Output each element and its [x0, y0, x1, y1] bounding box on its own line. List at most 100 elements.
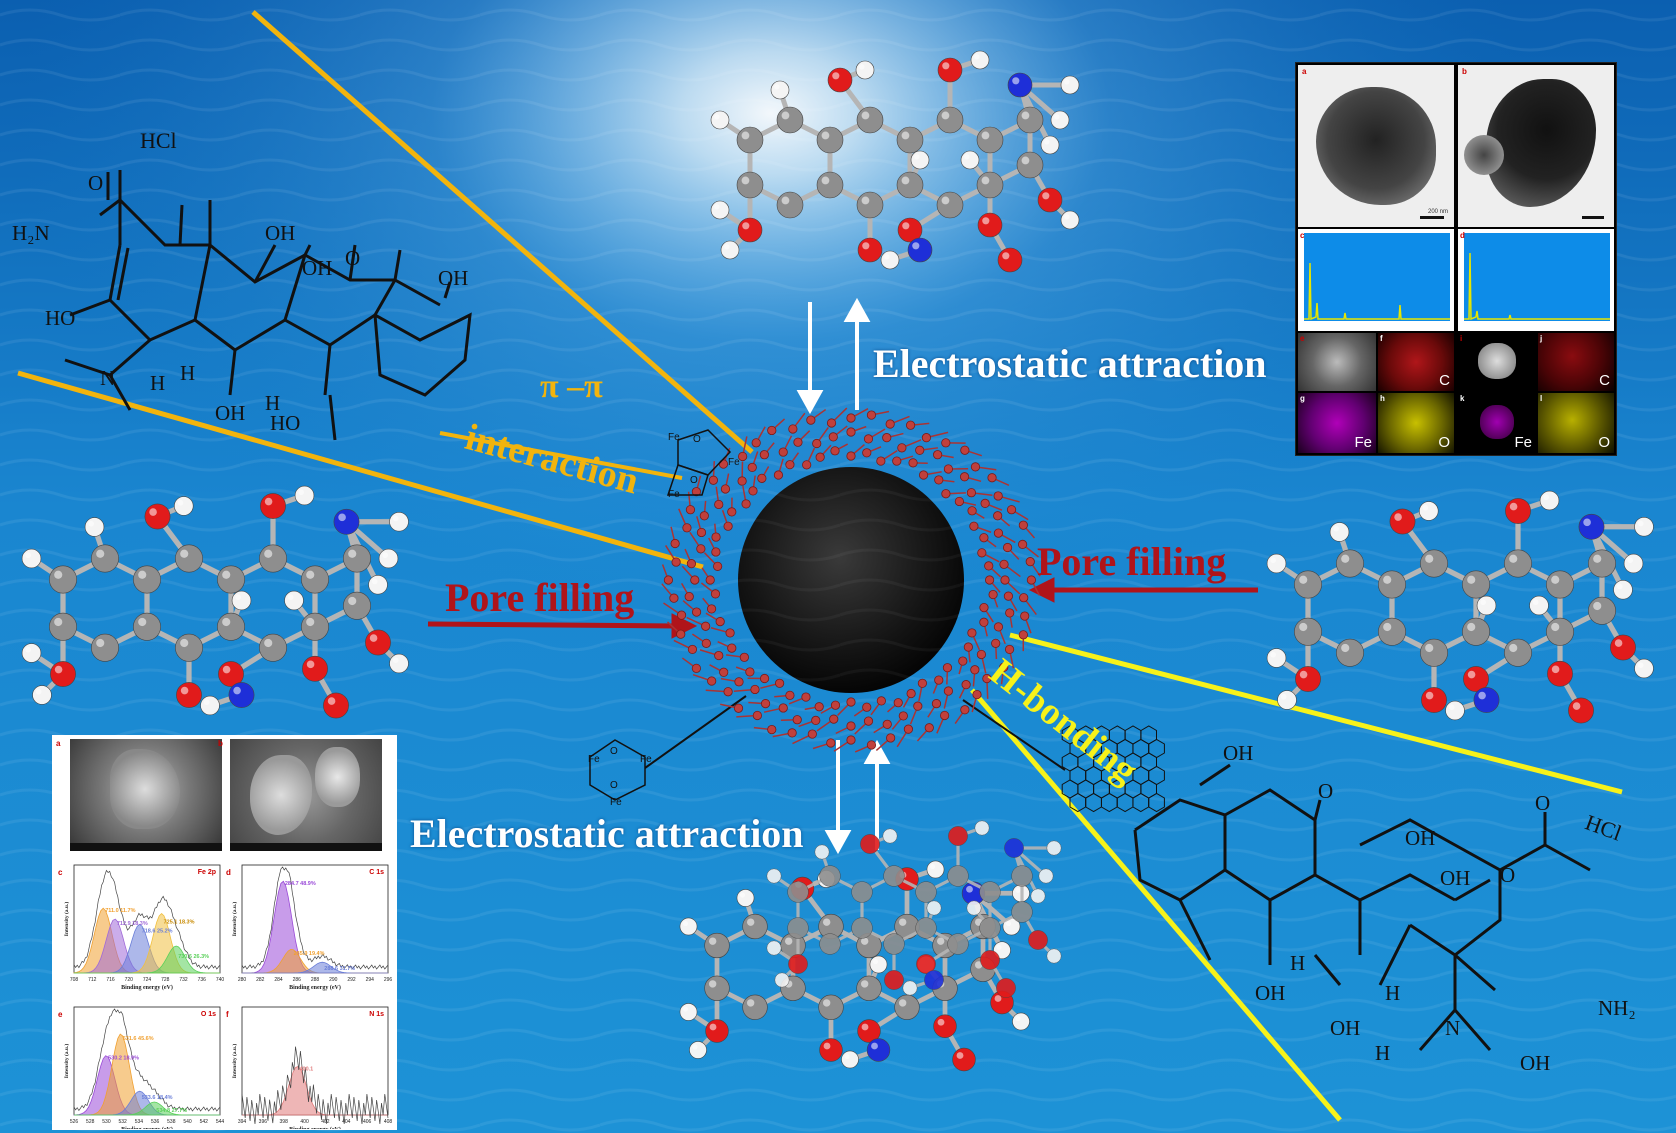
svg-text:HO: HO [270, 411, 300, 435]
xps-ylabel: Intensity (a.u.) [63, 1044, 70, 1079]
sem-letter-a: a [56, 739, 61, 748]
svg-text:O: O [1318, 779, 1333, 803]
xps-title-f: N 1s [369, 1011, 384, 1018]
xps-tick-label: 728 [161, 977, 170, 983]
xps-tick-label: 394 [238, 1119, 247, 1125]
svg-text:OH: OH [438, 266, 468, 290]
svg-text:Fe: Fe [728, 457, 740, 468]
skeletal-formula-left-groups: O H₂N OH OH O OH HO N H H OH H HO [12, 171, 468, 435]
xps-ylabel: Intensity (a.u.) [63, 902, 70, 937]
label-pore-filling-right: Pore filling [1037, 539, 1227, 584]
xps-peak-label: 711.0 11.7% [105, 908, 135, 914]
sem-image-a: a [56, 739, 222, 851]
xps-peak-label: 725.1 18.3% [164, 920, 195, 926]
xps-xlabel: Binding energy (eV) [289, 984, 341, 991]
xps-ylabel: Intensity (a.u.) [231, 902, 238, 937]
svg-text:NH₂: NH₂ [1598, 996, 1636, 1020]
svg-text:H: H [1375, 1041, 1390, 1065]
svg-text:O: O [610, 780, 618, 791]
xps-tick-label: 732 [179, 977, 188, 983]
svg-text:H: H [150, 371, 165, 395]
eds-spectrum-c-trace [1304, 262, 1450, 321]
tem-eds-panel: a 200 nm b c d e f C i j C [1295, 62, 1617, 456]
label-pi-pi: π –π [540, 368, 603, 405]
map-letter-f: f [1380, 334, 1383, 343]
map-letter-j: j [1540, 334, 1543, 343]
xps-tick-label: 740 [216, 977, 225, 983]
svg-text:Fe: Fe [640, 754, 652, 765]
xps-tick-label: 716 [106, 977, 115, 983]
sem-image-b: b [218, 739, 382, 851]
svg-text:O: O [693, 434, 701, 445]
eds-letter-c: c [1300, 231, 1305, 240]
map-letter-k: k [1460, 394, 1465, 403]
xps-letter-f: f [226, 1010, 229, 1019]
xps-tick-label: 294 [366, 977, 375, 983]
xps-tick-label: 538 [167, 1119, 176, 1125]
tetracycline-model-top [710, 50, 1080, 273]
xps-tick-label: 526 [70, 1119, 79, 1125]
xps-xlabel: Binding energy (eV) [121, 984, 173, 991]
svg-text:H: H [1385, 981, 1400, 1005]
xps-tick-label: 280 [238, 977, 247, 983]
xps-tick-label: 540 [183, 1119, 192, 1125]
xps-tick-label: 402 [321, 1119, 330, 1125]
xps-peak-label: 400.1 [299, 1066, 313, 1072]
svg-text:H: H [180, 361, 195, 385]
xps-title-d: C 1s [369, 869, 384, 876]
xps-peak-label: 712.9 18.3% [117, 921, 148, 927]
xps-tick-label: 404 [342, 1119, 351, 1125]
tem-letter-b: b [1462, 67, 1467, 76]
xps-tick-label: 398 [280, 1119, 289, 1125]
xps-tick-label: 708 [70, 977, 79, 983]
map-l: l O [1538, 393, 1614, 453]
xps-tick-label: 282 [256, 977, 265, 983]
svg-text:OH: OH [215, 401, 245, 425]
skeletal-formula-right [1133, 763, 1591, 1051]
svg-text:OH: OH [265, 221, 295, 245]
tem-scale-a: 200 nm [1427, 209, 1448, 215]
xps-tick-label: 528 [86, 1119, 95, 1125]
tem-image-b: b [1458, 65, 1614, 227]
graphene-sheet [1061, 725, 1165, 813]
svg-text:N: N [1445, 1016, 1460, 1040]
xps-peak-label: 531.6 45.6% [123, 1036, 154, 1042]
svg-text:OH: OH [1223, 741, 1253, 765]
map-j: j C [1538, 333, 1614, 391]
svg-text:H: H [1290, 951, 1305, 975]
xps-tick-label: 720 [125, 977, 134, 983]
xps-tick-label: 724 [143, 977, 152, 983]
map-letter-g: g [1300, 394, 1305, 403]
eds-spectrum-d-trace [1464, 252, 1610, 321]
svg-text:O: O [345, 246, 360, 270]
tem-image-a: a 200 nm [1298, 65, 1454, 227]
svg-text:OH: OH [1255, 981, 1285, 1005]
xps-tick-label: 544 [216, 1119, 225, 1125]
map-letter-l: l [1540, 394, 1543, 403]
eds-spectrum-c: c [1298, 229, 1454, 331]
eds-letter-d: d [1460, 231, 1465, 240]
xps-peak-label: 284.7 48.9% [285, 881, 316, 887]
sem-letter-b: b [218, 739, 223, 748]
xps-ylabel: Intensity (a.u.) [231, 1044, 238, 1079]
tetracycline-model-left [21, 485, 409, 719]
label-pore-filling-left: Pore filling [445, 575, 635, 620]
xps-peak-label: 288.6 31.7% [324, 966, 355, 972]
xps-tick-label: 400 [300, 1119, 309, 1125]
map-label-o-right: O [1598, 434, 1610, 451]
map-e: e [1298, 333, 1376, 391]
xps-letter-d: d [226, 868, 231, 877]
svg-text:O: O [690, 475, 698, 486]
xps-tick-label: 542 [200, 1119, 209, 1125]
xps-tick-label: 736 [198, 977, 207, 983]
xps-letter-e: e [58, 1010, 63, 1019]
svg-text:O: O [1500, 863, 1515, 887]
xps-title-c: Fe 2p [198, 869, 216, 876]
xps-tick-label: 284 [274, 977, 283, 983]
tetracycline-model-bottom [679, 820, 1062, 1072]
svg-text:Fe: Fe [588, 754, 600, 765]
xps-tick-label: 296 [384, 977, 393, 983]
